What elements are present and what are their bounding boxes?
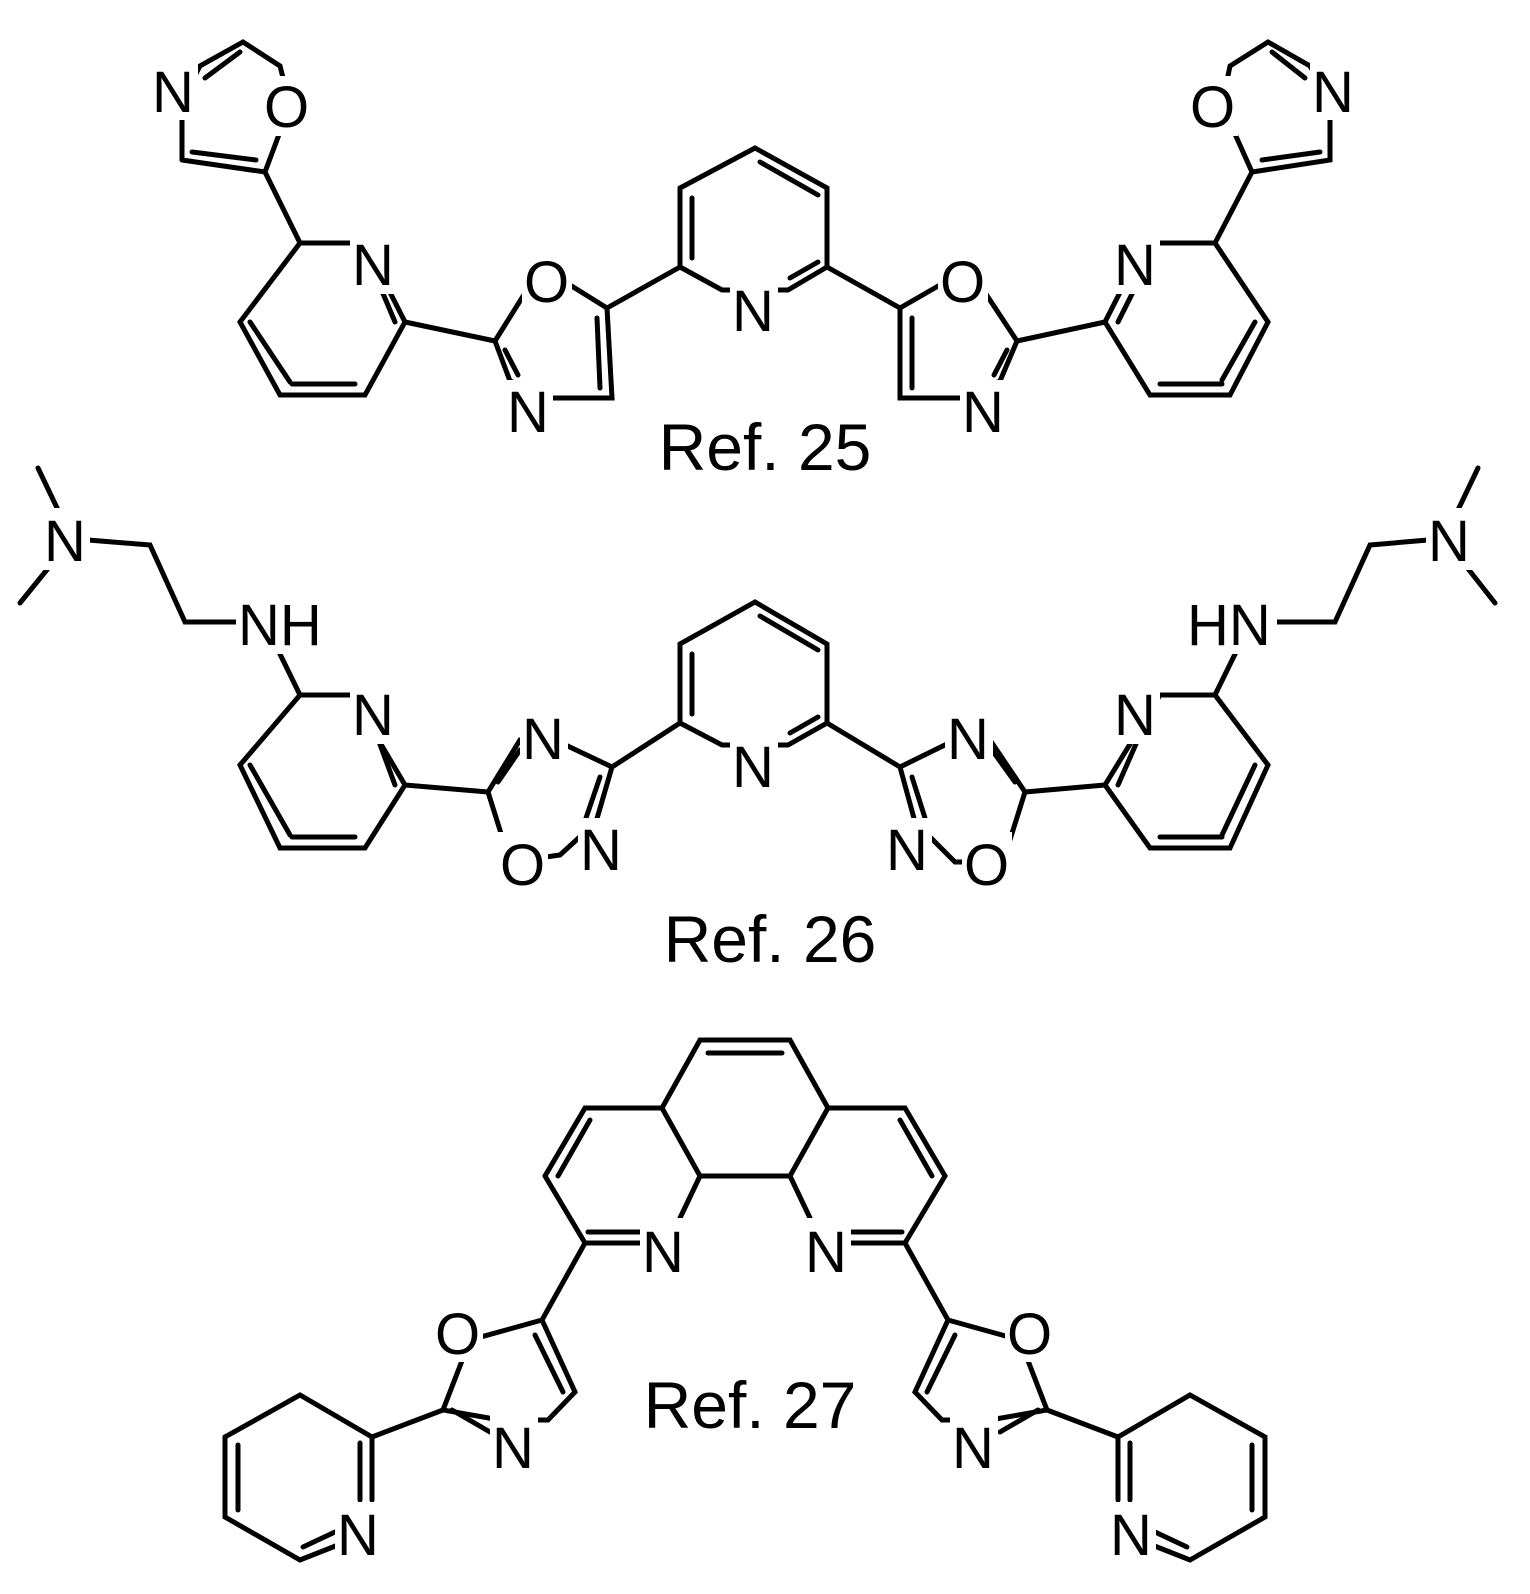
atom-hn: HN <box>1185 592 1277 658</box>
svg-text:O: O <box>435 1302 480 1367</box>
atom-n: N <box>640 1218 688 1285</box>
atom-n: N <box>150 58 198 125</box>
svg-text:N: N <box>580 818 622 883</box>
svg-text:N: N <box>732 279 774 344</box>
svg-text:O: O <box>264 75 309 140</box>
atom-nh: NH <box>236 592 328 658</box>
atom-n: N <box>1112 682 1160 748</box>
svg-text:N: N <box>352 683 394 748</box>
svg-text:N: N <box>1110 1503 1152 1568</box>
svg-text:N: N <box>886 818 928 883</box>
svg-text:O: O <box>964 833 1009 898</box>
svg-text:O: O <box>524 250 569 315</box>
atom-n: N <box>350 682 398 748</box>
atom-n: N <box>505 380 553 445</box>
atom-n: N <box>803 1218 851 1285</box>
atom-o: O <box>262 75 312 140</box>
svg-text:N: N <box>492 1416 534 1481</box>
atom-n: N <box>1310 58 1358 125</box>
svg-text:O: O <box>1190 75 1235 140</box>
atom-o: O <box>962 832 1012 898</box>
structure-ref-26: N NH N N O N N N N O N HN N Ref. 26 <box>17 465 1498 976</box>
svg-text:N: N <box>522 707 564 772</box>
atom-n: N <box>730 734 778 800</box>
atom-n: N <box>1426 508 1474 574</box>
structure-ref-27-bonds <box>222 1037 1268 1563</box>
structure-ref-25-label: Ref. 25 <box>659 410 872 484</box>
atom-n: N <box>945 706 993 772</box>
atom-n: N <box>960 380 1008 445</box>
svg-text:HN: HN <box>1187 593 1271 658</box>
atom-n: N <box>884 818 932 883</box>
svg-text:O: O <box>500 833 545 898</box>
atom-n: N <box>950 1415 998 1481</box>
structure-ref-25-bonds <box>179 39 1333 401</box>
svg-text:N: N <box>962 380 1004 445</box>
structure-ref-25-atoms: N O N O N N O N N O N <box>150 58 1358 445</box>
atom-o: O <box>522 250 572 315</box>
svg-text:N: N <box>1312 60 1354 125</box>
svg-text:N: N <box>1114 233 1156 298</box>
atom-n: N <box>350 232 398 298</box>
structure-ref-26-bonds <box>17 465 1498 865</box>
atom-n: N <box>490 1415 538 1481</box>
structure-ref-27-label: Ref. 27 <box>644 1368 857 1442</box>
svg-text:N: N <box>947 707 989 772</box>
svg-text:N: N <box>337 1503 379 1568</box>
atom-n: N <box>578 818 626 883</box>
structure-ref-27: N N O N N O N N Ref. 27 <box>222 1037 1268 1568</box>
svg-text:N: N <box>1428 509 1470 574</box>
structure-ref-26-atoms: N NH N N O N N N N O N HN N <box>42 508 1474 898</box>
svg-text:N: N <box>44 509 86 574</box>
atom-o: O <box>938 250 988 315</box>
svg-text:N: N <box>805 1220 847 1285</box>
atom-o: O <box>433 1302 483 1367</box>
atom-n: N <box>520 706 568 772</box>
svg-text:N: N <box>642 1220 684 1285</box>
atom-o: O <box>1005 1302 1055 1367</box>
atom-n: N <box>730 278 778 344</box>
structure-ref-26-label: Ref. 26 <box>664 902 877 976</box>
atom-o: O <box>498 832 548 898</box>
atom-n: N <box>1112 232 1160 298</box>
svg-text:N: N <box>1114 683 1156 748</box>
atom-n: N <box>42 508 90 574</box>
atom-n: N <box>1108 1502 1156 1568</box>
structure-ref-27-atoms: N N O N N O N N <box>335 1218 1156 1568</box>
svg-text:O: O <box>1007 1302 1052 1367</box>
structure-ref-25: N O N O N N O N N O N Ref. 25 <box>150 39 1358 484</box>
svg-text:O: O <box>940 250 985 315</box>
svg-text:N: N <box>152 60 194 125</box>
atom-n: N <box>335 1502 383 1568</box>
svg-text:NH: NH <box>238 593 322 658</box>
svg-text:N: N <box>952 1416 994 1481</box>
svg-text:N: N <box>507 380 549 445</box>
svg-text:N: N <box>352 233 394 298</box>
svg-text:N: N <box>732 735 774 800</box>
atom-o: O <box>1188 75 1238 140</box>
